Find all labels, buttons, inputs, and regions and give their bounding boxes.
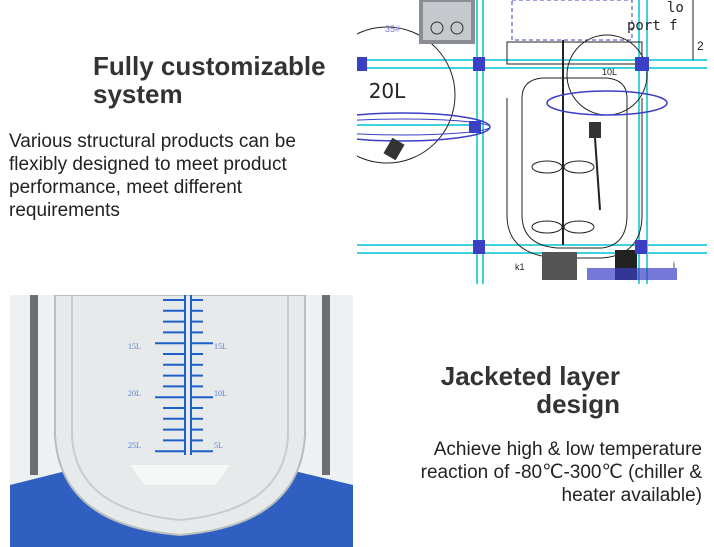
valve-label: k1 bbox=[515, 262, 525, 272]
jacketed-glass-vessel-photo: 15L 20L 25L 15L 10L 5L bbox=[10, 295, 353, 547]
scale-label-right: 15L bbox=[214, 342, 227, 351]
section-title-customizable: Fully customizable system bbox=[93, 51, 326, 109]
bottom-label: i bbox=[673, 260, 675, 270]
section-description-customizable: Various structural products can be flexi… bbox=[9, 131, 296, 221]
section-title-jacketed: Jacketed layer design bbox=[440, 361, 620, 419]
reactor-technical-drawing: 20L 35# 10L port f lo 2 k1 i bbox=[357, 0, 707, 284]
scale-label-right: 5L bbox=[214, 441, 223, 450]
port-label: port f bbox=[627, 18, 678, 34]
joint-label: 35# bbox=[385, 24, 400, 34]
scale-label-left: 20L bbox=[128, 389, 141, 398]
small-flask-label: 10L bbox=[602, 67, 617, 77]
section-description-jacketed: Achieve high & low temperature reaction … bbox=[420, 439, 702, 506]
side-label: 2 bbox=[697, 39, 704, 53]
flask-label: 20L bbox=[369, 79, 406, 103]
scale-label-left: 25L bbox=[128, 441, 141, 450]
scale-label-right: 10L bbox=[214, 389, 227, 398]
scale-label-left: 15L bbox=[128, 342, 141, 351]
top-label: lo bbox=[667, 0, 684, 16]
